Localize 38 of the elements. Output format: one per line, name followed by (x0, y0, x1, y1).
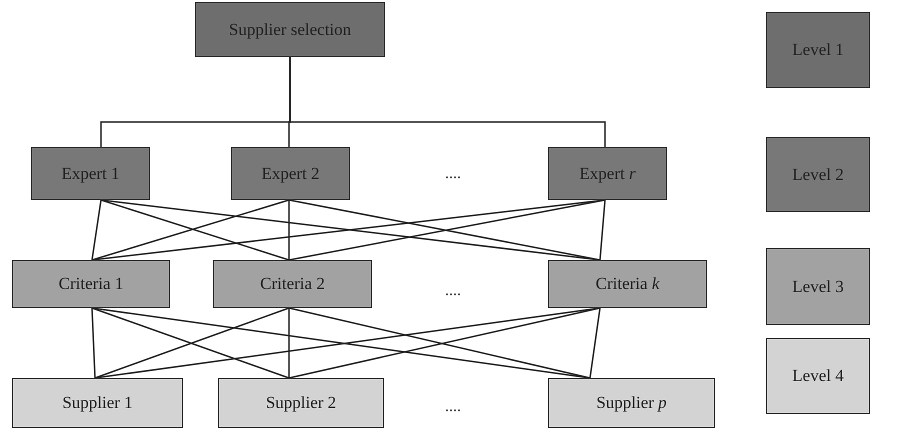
connector-line (91, 308, 96, 378)
process-box (548, 260, 707, 308)
node-label: Supplier selection (228, 20, 352, 40)
level-box (766, 137, 870, 212)
connector-line (288, 200, 290, 260)
ellipsis-text: .... (445, 165, 461, 183)
node-label: Expert 2 (261, 164, 320, 184)
level-box (766, 248, 870, 325)
ellipsis-text: .... (445, 282, 461, 300)
level-box (766, 12, 870, 88)
node-label: Expert r (579, 164, 636, 184)
node-label: Criteria k (596, 274, 660, 294)
process-box (213, 260, 372, 308)
ellipsis-text: .... (445, 398, 461, 416)
connector-line (288, 308, 290, 378)
process-box (231, 147, 350, 200)
level-label: Level 3 (792, 276, 844, 296)
node-label: Supplier 2 (266, 393, 336, 413)
process-box (31, 147, 150, 200)
level-label: Level 4 (792, 366, 844, 386)
process-box (548, 378, 715, 428)
connector-line (289, 57, 606, 147)
level-label: Level 2 (792, 164, 844, 184)
process-box (12, 378, 183, 428)
process-box (548, 147, 667, 200)
process-box (12, 260, 170, 308)
node-label: Supplier 1 (62, 393, 133, 413)
node-label: Criteria 2 (260, 274, 325, 294)
process-box (195, 2, 385, 57)
node-label: Expert 1 (61, 164, 120, 184)
connector-line (589, 308, 601, 378)
level-box (766, 338, 870, 414)
connector-line (91, 200, 102, 260)
level-label: Level 1 (792, 40, 844, 60)
connector-line (599, 200, 606, 260)
node-label: Criteria 1 (58, 274, 124, 294)
node-label: Supplier p (596, 393, 667, 413)
process-box (218, 378, 384, 428)
